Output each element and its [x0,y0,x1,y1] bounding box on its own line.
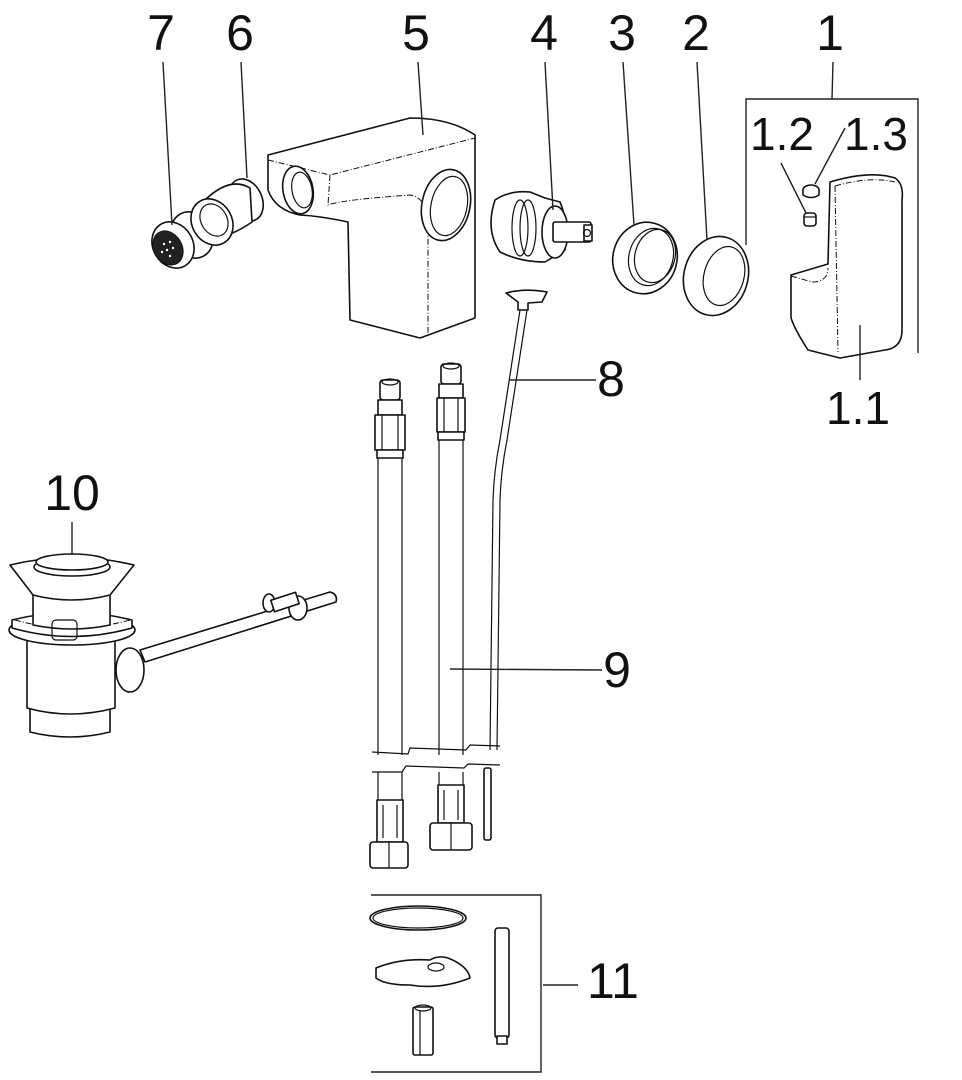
leader-7 [162,61,173,226]
callout-1-2: 1.2 [750,108,814,160]
callout-7: 7 [147,5,175,61]
part-2-cover-ring [682,235,750,317]
part-8-lift-rod [483,289,548,841]
part-5-tap-body [267,117,476,339]
part-11-fixing-kit [369,894,542,1073]
o-ring [369,905,467,931]
leader-9 [449,668,603,671]
part-6-swivel-housing [190,178,265,246]
callout-1-1: 1.1 [826,382,890,434]
callout-1-3: 1.3 [844,108,908,160]
nut [412,1006,434,1056]
callout-9: 9 [603,642,631,698]
part-1-3-cover-cap [802,184,820,199]
part-3-threaded-ring [611,221,679,295]
part-1-2-grub-screw [803,212,817,227]
callout-1: 1 [816,5,844,61]
leader-3 [622,61,635,226]
part-1-1-handle-lever [790,174,904,359]
leader-1-2 [780,162,807,214]
leader-6 [240,61,248,179]
leader-4 [544,61,554,211]
leader-5 [417,61,424,136]
callout-4: 4 [530,5,558,61]
callout-10: 10 [44,465,100,521]
part-10-pop-up-waste [8,553,338,738]
leader-2 [696,61,708,241]
callout-5: 5 [402,5,430,61]
leader-1-3 [814,127,846,185]
horseshoe-washer [375,956,471,988]
part-1-bracket [745,61,919,353]
callout-2: 2 [682,5,710,61]
part-4-cartridge [490,190,593,263]
callout-11: 11 [587,953,639,1009]
callout-6: 6 [226,5,254,61]
callout-8: 8 [597,351,625,407]
part-9-supply-hoses [369,362,501,869]
callout-3: 3 [608,5,636,61]
threaded-stud [494,927,510,1039]
